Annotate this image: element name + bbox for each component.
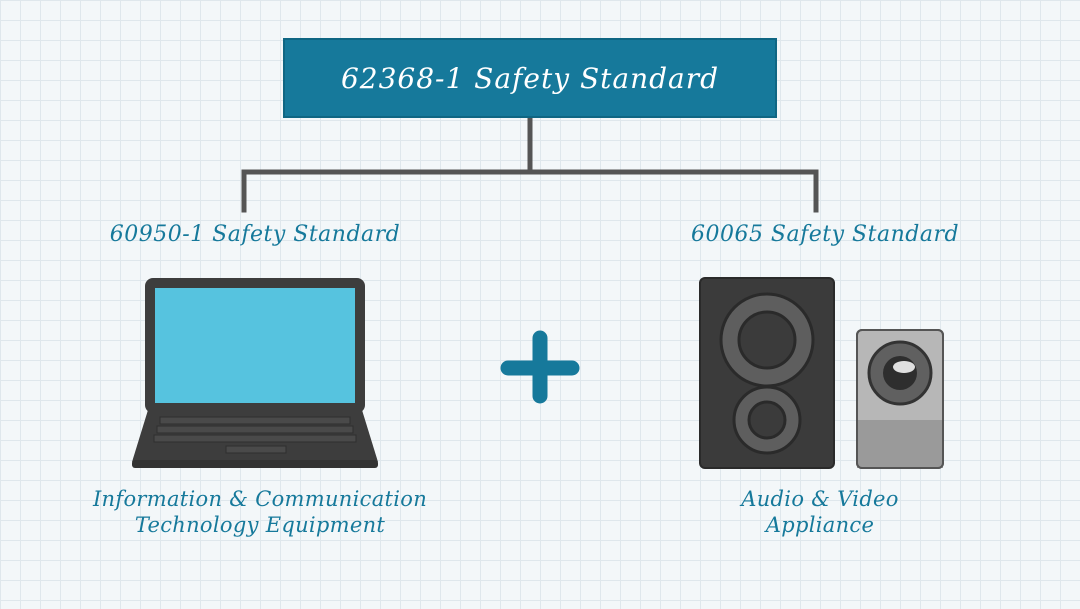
top-standard-box: 62368-1 Safety Standard	[283, 38, 777, 118]
laptop-trackpad	[225, 445, 287, 454]
right-caption-line1: Audio & Video	[741, 487, 899, 511]
left-standard-label: 60950-1 Safety Standard	[109, 222, 401, 247]
left-caption-line1: Information & Communication	[92, 487, 428, 511]
laptop-screen	[155, 288, 355, 403]
right-caption-line2: Appliance	[765, 513, 875, 537]
right-standard-label: 60065 Safety Standard	[690, 222, 960, 247]
top-standard-title: 62368-1 Safety Standard	[340, 61, 720, 95]
left-caption-line2: Technology Equipment	[134, 513, 386, 537]
right-device-caption: Audio & Video Appliance	[660, 486, 980, 538]
left-device-caption: Information & Communication Technology E…	[20, 486, 500, 538]
